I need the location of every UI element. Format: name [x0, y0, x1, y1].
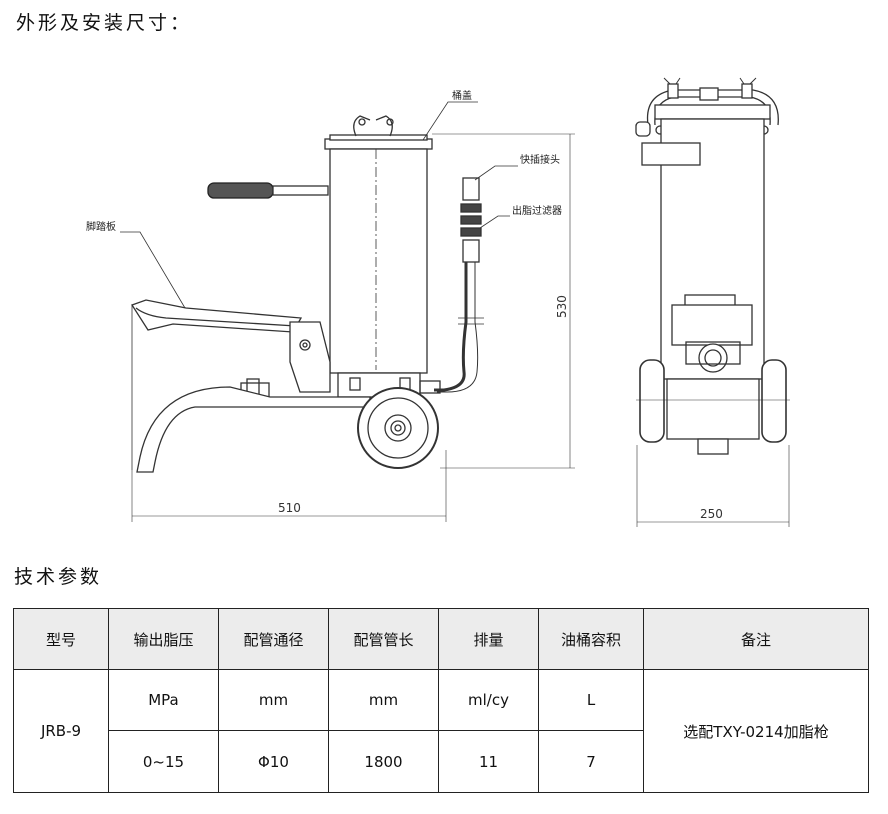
- technical-drawing: 桶盖 快插接头 出脂过滤器 脚踏板 530 510 250: [86, 77, 790, 527]
- side-view-drawing: [120, 101, 575, 522]
- cell-model: JRB-9: [13, 669, 109, 793]
- cell-unit-volume: L: [538, 669, 644, 731]
- table-row-values: 0~15 Φ10 1800 11 7: [14, 730, 869, 793]
- table-row-units: JRB-9 MPa mm mm ml/cy L 选配TXY-0214加脂枪: [13, 669, 869, 793]
- dimension-height: 530: [555, 295, 569, 318]
- cell-value-diameter: Φ10: [218, 730, 329, 793]
- header-model: 型号: [13, 608, 109, 670]
- cell-unit-pressure: MPa: [108, 669, 219, 731]
- label-lid: 桶盖: [452, 89, 472, 102]
- header-displacement: 排量: [438, 608, 539, 670]
- cell-unit-diameter: mm: [218, 669, 329, 731]
- table-header-row: 型号 输出脂压 配管通径 配管管长 排量 油桶容积 备注: [13, 608, 869, 670]
- header-pipe-diameter: 配管通径: [218, 608, 329, 670]
- cell-value-length: 1800: [328, 730, 439, 793]
- section-title-specs: 技术参数: [14, 566, 103, 588]
- cell-value-displacement: 11: [438, 730, 539, 793]
- header-pipe-length: 配管管长: [328, 608, 439, 670]
- dimension-length: 510: [278, 501, 301, 515]
- cell-unit-displacement: ml/cy: [438, 669, 539, 731]
- label-filter: 出脂过滤器: [512, 204, 562, 217]
- cell-unit-length: mm: [328, 669, 439, 731]
- label-pedal: 脚踏板: [86, 220, 116, 233]
- dimension-width: 250: [700, 507, 723, 521]
- cell-value-volume: 7: [538, 730, 644, 793]
- spec-table: 型号 输出脂压 配管通径 配管管长 排量 油桶容积 备注 JRB-9 MPa m…: [13, 608, 869, 793]
- header-remarks: 备注: [643, 608, 869, 670]
- label-quick-coupler: 快插接头: [520, 153, 560, 166]
- header-output-pressure: 输出脂压: [108, 608, 219, 670]
- front-view-drawing: [635, 77, 790, 527]
- section-title-dimensions: 外形及安装尺寸：: [16, 12, 193, 34]
- cell-remark: 选配TXY-0214加脂枪: [643, 669, 869, 793]
- header-tank-volume: 油桶容积: [538, 608, 644, 670]
- cell-value-pressure: 0~15: [108, 730, 219, 793]
